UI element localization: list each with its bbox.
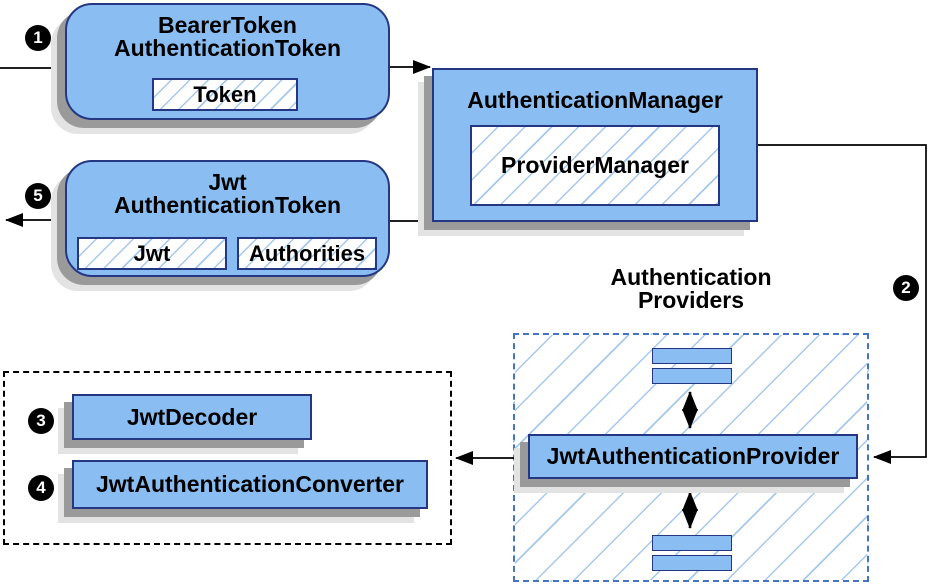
node-title-line: AuthenticationToken [113, 35, 341, 61]
step-2-number: 2 [901, 278, 911, 297]
step-3-number: 3 [36, 411, 46, 430]
jwt-authentication-converter-node: JwtAuthenticationConverter [72, 460, 428, 509]
provider-manager-label: ProviderManager [501, 152, 689, 178]
token-chip: Token [152, 78, 298, 111]
bearer-token-authentication-token-node: BearerToken AuthenticationToken Token [65, 3, 390, 120]
jwt-chip-label: Jwt [133, 240, 171, 266]
authentication-providers-label: Authentication Providers [581, 266, 801, 312]
authentication-manager-title: AuthenticationManager [467, 87, 723, 113]
provider-stub-bar [652, 348, 732, 364]
authorities-chip-label: Authorities [248, 240, 366, 266]
step-5-number: 5 [33, 186, 43, 205]
jwt-decoder-node: JwtDecoder [72, 394, 312, 440]
provider-stub-bar [652, 555, 732, 571]
step-2-badge: 2 [893, 275, 919, 301]
jwt-decoder-label: JwtDecoder [126, 403, 258, 430]
token-chip-label: Token [193, 81, 257, 107]
node-title-line: Jwt [208, 169, 247, 195]
step-3-badge: 3 [28, 408, 54, 434]
jwt-authentication-provider-node: JwtAuthenticationProvider [528, 434, 858, 479]
provider-stub-bar [652, 535, 732, 551]
provider-stub-bar [652, 368, 732, 384]
step-4-badge: 4 [28, 475, 54, 501]
step-4-number: 4 [36, 478, 46, 497]
authentication-manager-node: AuthenticationManager ProviderManager [432, 68, 758, 222]
step-1-number: 1 [33, 28, 43, 47]
jwt-authentication-converter-label: JwtAuthenticationConverter [96, 471, 404, 497]
group-label-line: Providers [637, 287, 745, 313]
node-title-line: AuthenticationToken [113, 192, 341, 218]
authorities-chip: Authorities [237, 237, 377, 270]
jwt-authentication-token-node: Jwt AuthenticationToken Jwt Authorities [65, 160, 390, 277]
jwt-authentication-provider-label: JwtAuthenticationProvider [546, 443, 840, 469]
step-5-badge: 5 [25, 183, 51, 209]
group-label-line: Authentication [610, 264, 772, 290]
node-title-line: BearerToken [158, 12, 297, 38]
step-1-badge: 1 [25, 25, 51, 51]
jwt-chip: Jwt [77, 237, 227, 270]
provider-manager-chip: ProviderManager [470, 125, 720, 206]
